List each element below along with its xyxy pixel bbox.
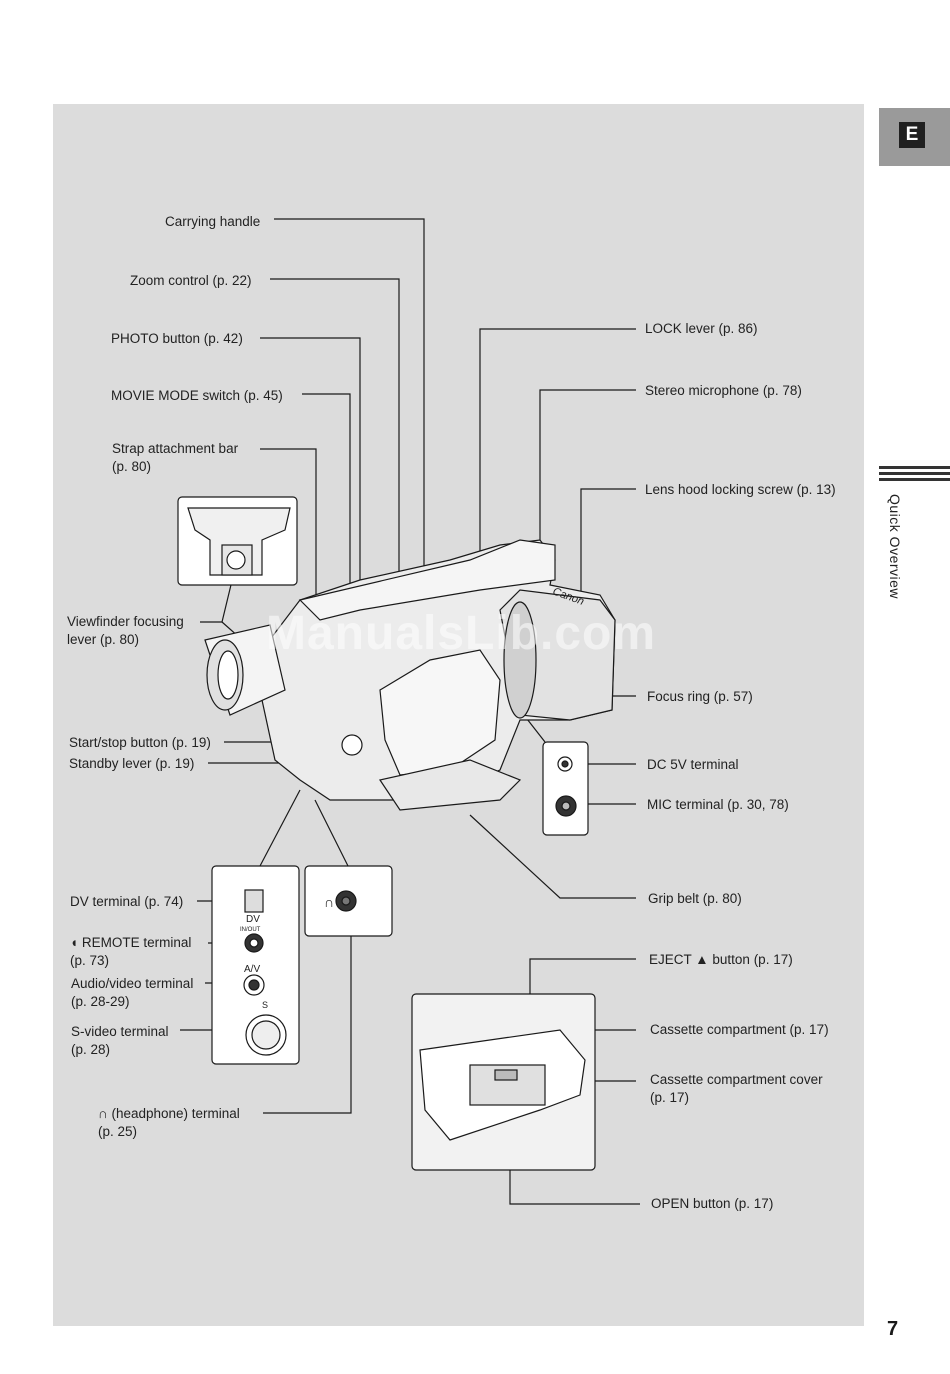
label-eject-part1: EJECT	[649, 952, 692, 967]
label-vf-focus-line1: Viewfinder focusing	[67, 614, 184, 629]
label-lock-lever: LOCK lever (p. 86)	[645, 321, 758, 336]
side-section-label: Quick Overview	[887, 494, 903, 600]
connector-inset	[211, 865, 300, 1065]
page-number: 7	[887, 1318, 899, 1340]
label-av: Audio/video terminal (p. 28-29)	[71, 975, 193, 1011]
label-carrying-handle: Carrying handle	[165, 214, 261, 229]
leader-zoom-control	[270, 278, 400, 660]
leader-grip-belt	[469, 814, 636, 899]
label-photo-button: PHOTO button (p. 42)	[111, 331, 243, 346]
label-remote: ◖ REMOTE terminal (p. 73)	[70, 934, 191, 970]
label-cassette-cover-line2: (p. 17)	[650, 1090, 690, 1105]
label-vf-focus: Viewfinder focusing lever (p. 80)	[67, 613, 184, 649]
label-grip-belt: Grip belt (p. 80)	[648, 891, 742, 906]
label-remote-line2: (p. 73)	[70, 953, 110, 968]
label-eject-part2: button (p. 17)	[712, 952, 793, 967]
label-svideo: S-video terminal (p. 28)	[71, 1023, 169, 1059]
label-cassette-comp: Cassette compartment (p. 17)	[650, 1022, 829, 1037]
jack-av-label: A/V	[244, 964, 260, 975]
label-cassette-cover-line1: Cassette compartment cover	[650, 1072, 823, 1087]
label-remote-line1: REMOTE terminal	[81, 935, 192, 950]
divider-bar	[879, 466, 950, 469]
jack-s-label: S	[262, 1000, 268, 1010]
label-start-stop: Start/stop button (p. 19)	[69, 735, 211, 750]
label-dc-5v: DC 5V terminal	[647, 757, 739, 772]
headphone-symbol-icon: ∩	[324, 894, 334, 910]
dc-mic-inset	[542, 741, 589, 836]
label-svideo-line1: S-video terminal	[71, 1024, 169, 1039]
label-standby: Standby lever (p. 19)	[69, 756, 195, 771]
label-movie-mode: MOVIE MODE switch (p. 45)	[111, 388, 283, 403]
label-svideo-line2: (p. 28)	[71, 1042, 111, 1057]
label-strap-bar-line1: Strap attachment bar	[112, 441, 239, 456]
leader-stereo-mic	[539, 389, 636, 540]
label-strap-bar-line2: (p. 80)	[112, 459, 152, 474]
label-av-line2: (p. 28-29)	[71, 994, 130, 1009]
label-headphone-line1: (headphone) terminal	[111, 1106, 240, 1121]
section-tab: E	[879, 108, 950, 166]
label-focus-ring: Focus ring (p. 57)	[647, 689, 753, 704]
watermark: ManualsLib.com	[266, 607, 657, 660]
leader-strap-bar	[260, 448, 317, 600]
label-mic-terminal: MIC terminal (p. 30, 78)	[647, 797, 789, 812]
label-vf-focus-line2: lever (p. 80)	[67, 632, 140, 647]
leader-carrying-handle	[274, 218, 425, 585]
label-eject: EJECT ▲ button (p. 17)	[649, 951, 793, 969]
remote-icon: ◖	[70, 935, 82, 950]
label-stereo-mic: Stereo microphone (p. 78)	[645, 383, 802, 398]
headphone-icon: ∩	[98, 1106, 112, 1121]
divider-bar	[879, 478, 950, 481]
label-cassette-cover: Cassette compartment cover (p. 17)	[650, 1071, 823, 1107]
label-zoom-control: Zoom control (p. 22)	[130, 273, 252, 288]
jack-dv-label: DV	[246, 914, 260, 925]
leader-photo-button	[260, 337, 361, 690]
eject-icon: ▲	[695, 952, 713, 967]
leader-eject	[529, 958, 636, 1010]
divider-bar	[879, 472, 950, 475]
label-open-button: OPEN button (p. 17)	[651, 1196, 774, 1211]
label-headphone-line2: (p. 25)	[98, 1124, 138, 1139]
section-letter: E	[899, 122, 925, 148]
label-av-line1: Audio/video terminal	[71, 976, 194, 991]
label-headphone: ∩ (headphone) terminal (p. 25)	[98, 1105, 240, 1141]
leader-lock-lever	[479, 328, 636, 560]
label-lens-hood: Lens hood locking screw (p. 13)	[645, 482, 836, 497]
leader-headphone	[263, 905, 352, 1114]
label-strap-bar: Strap attachment bar (p. 80)	[112, 440, 238, 476]
jack-dv-inout-label: IN/OUT	[240, 927, 261, 933]
label-dv-terminal: DV terminal (p. 74)	[70, 894, 184, 909]
